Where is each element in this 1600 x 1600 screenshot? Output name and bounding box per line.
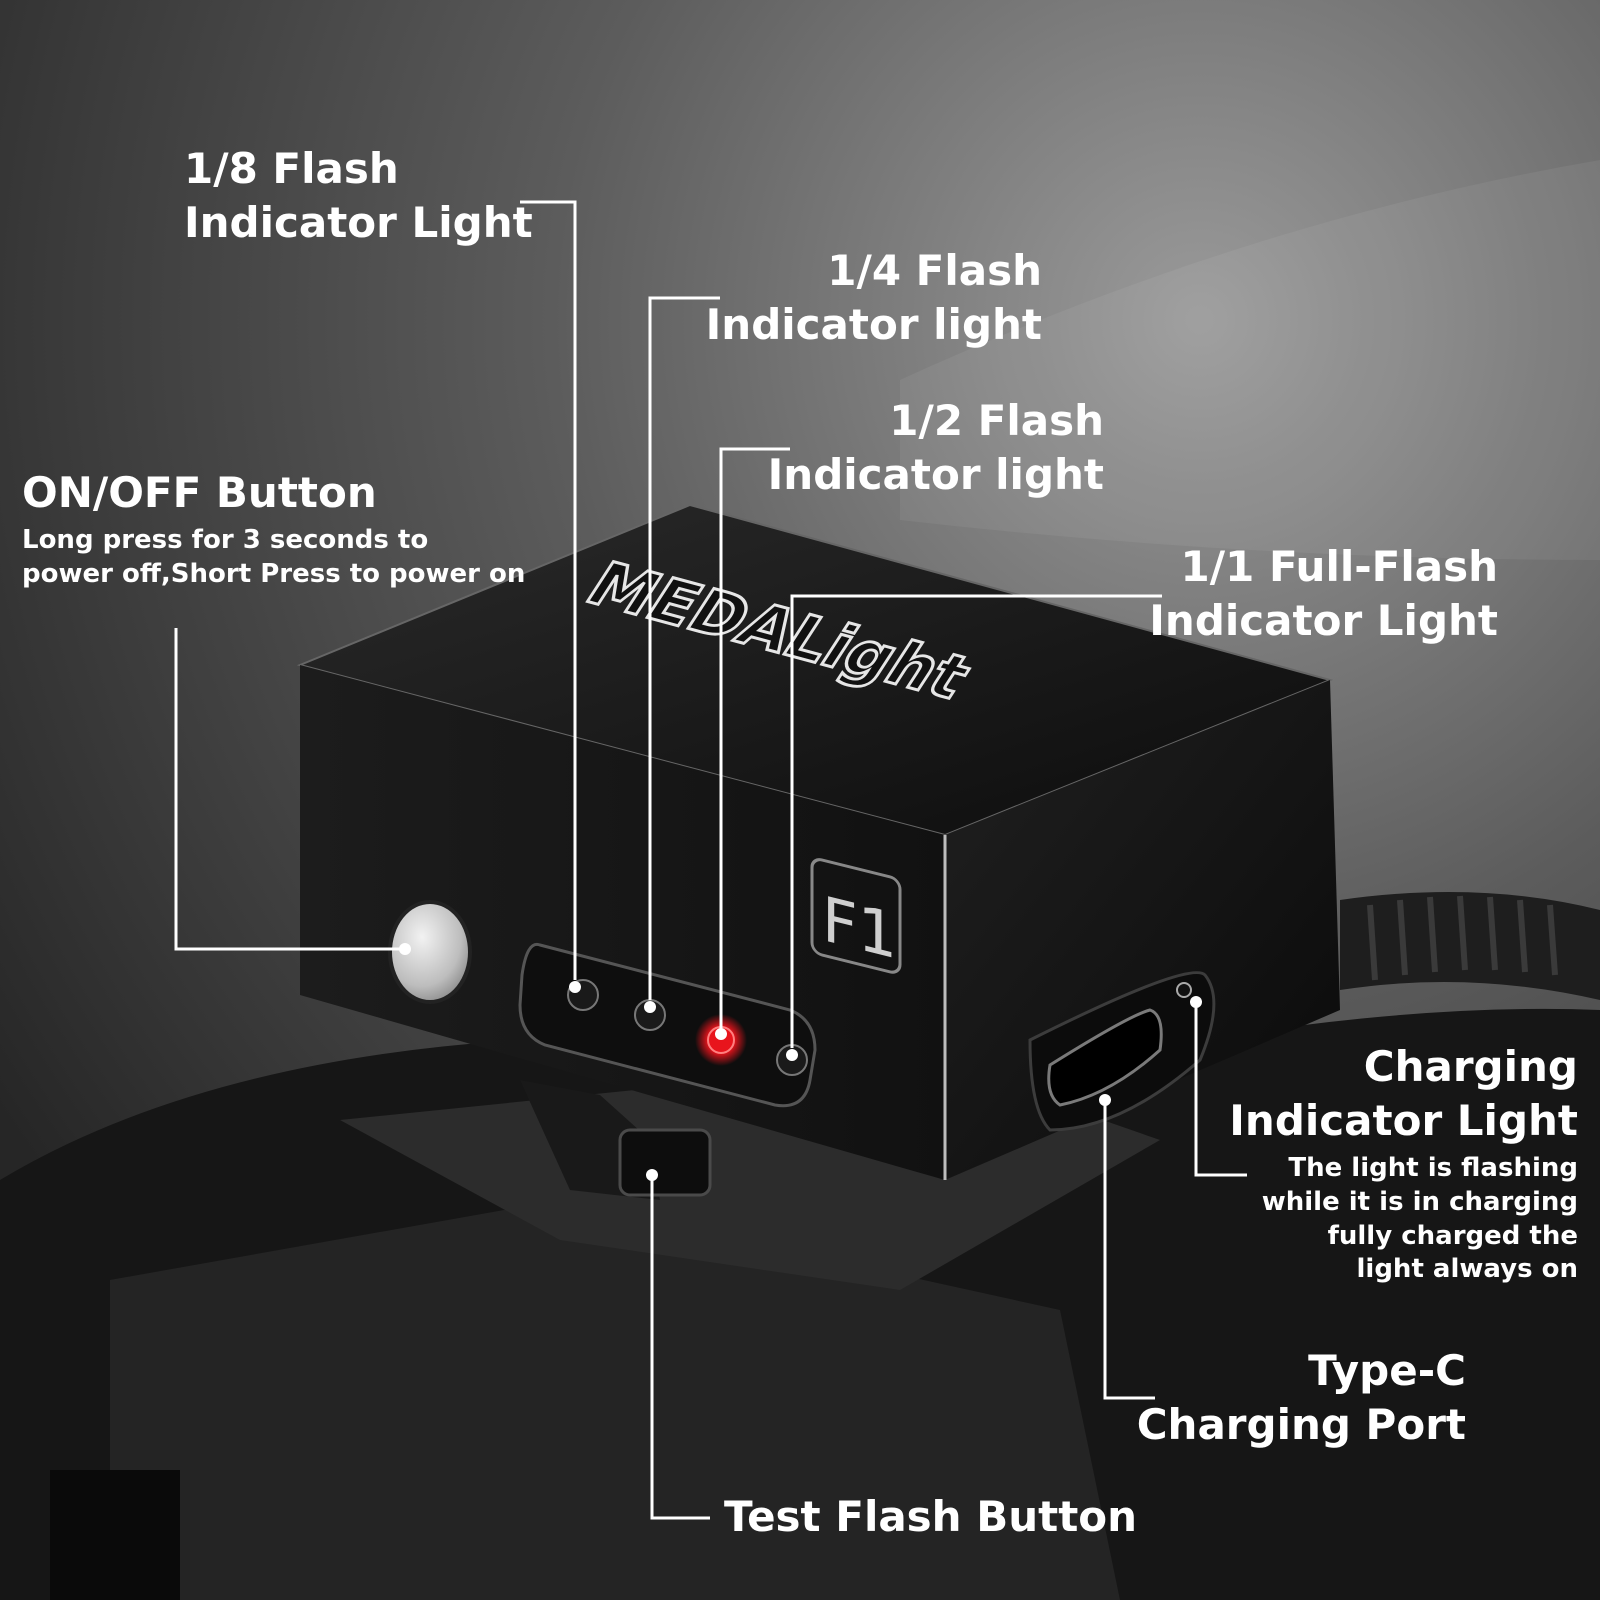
leader-1-1	[790, 594, 1162, 1048]
callout-1-1-line1: 1/1 Full-Flash	[1180, 542, 1498, 591]
callout-1-8-line2: Indicator Light	[184, 198, 533, 247]
leader-charging	[1194, 1000, 1247, 1177]
callout-charging-indicator: Charging Indicator Light The light is fl…	[1229, 1046, 1578, 1287]
leader-test	[650, 1175, 710, 1520]
callout-1-1-full-flash: 1/1 Full-Flash Indicator Light	[1149, 546, 1498, 642]
test-flash-button	[618, 1128, 712, 1197]
callout-1-8-line1: 1/8 Flash	[184, 144, 399, 193]
callout-charging-line2: Indicator Light	[1229, 1096, 1578, 1145]
callout-typec-line1: Type-C	[1308, 1346, 1466, 1395]
callout-1-2-flash: 1/2 Flash Indicator light	[768, 400, 1104, 496]
callout-test-flash-button: Test Flash Button	[724, 1496, 1137, 1538]
callout-charging-line1: Charging	[1363, 1042, 1578, 1091]
callout-test-title: Test Flash Button	[724, 1492, 1138, 1541]
callout-charging-desc2: while it is in charging	[1261, 1186, 1578, 1217]
callout-onoff-desc1: Long press for 3 seconds to	[22, 525, 429, 555]
callout-charging-desc1: The light is flashing	[1288, 1153, 1578, 1183]
callout-onoff-title: ON/OFF Button	[22, 468, 377, 517]
callout-onoff-button: ON/OFF Button Long press for 3 seconds t…	[22, 472, 525, 592]
callout-onoff-desc2: power off,Short Press to power on	[22, 558, 526, 589]
callout-charging-desc3: fully charged the	[1327, 1220, 1578, 1251]
callout-typec-line2: Charging Port	[1136, 1400, 1466, 1449]
leader-typec	[1103, 1100, 1155, 1400]
power-button	[388, 900, 472, 1004]
leader-onoff	[174, 628, 400, 951]
callout-1-2-line1: 1/2 Flash	[889, 396, 1104, 445]
leader-1-4	[648, 296, 720, 1000]
leader-1-2	[719, 447, 790, 1030]
callout-1-4-line2: Indicator light	[705, 300, 1042, 349]
model-badge	[810, 858, 902, 974]
callout-charging-desc4: light always on	[1356, 1254, 1579, 1285]
charging-led	[1176, 982, 1192, 998]
callout-1-4-flash: 1/4 Flash Indicator light	[706, 250, 1042, 346]
callout-type-c-port: Type-C Charging Port	[1137, 1350, 1466, 1446]
type-c-port	[1047, 1008, 1163, 1107]
callout-1-4-line1: 1/4 Flash	[827, 246, 1042, 295]
leader-1-8	[520, 200, 577, 980]
callout-1-2-line2: Indicator light	[767, 450, 1104, 499]
camera-top-plate	[110, 1200, 1120, 1600]
leader-lines	[174, 200, 1247, 1520]
callout-1-8-flash: 1/8 Flash Indicator Light	[184, 148, 533, 244]
callout-1-1-line2: Indicator Light	[1149, 596, 1498, 645]
